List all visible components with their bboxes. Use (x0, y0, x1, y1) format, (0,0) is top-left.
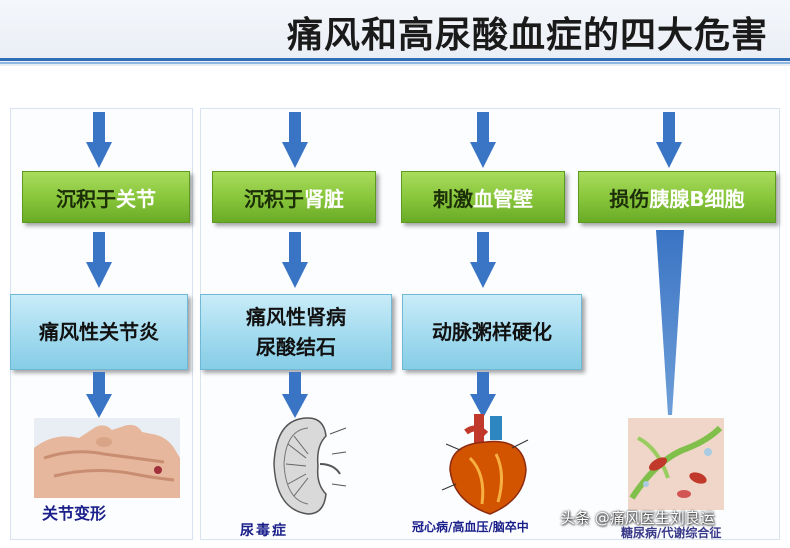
arrow-down-icon (470, 372, 496, 418)
header-rule (0, 58, 790, 61)
cause-box-kidney: 沉积于 肾脏 (212, 171, 376, 223)
cause-highlight: 血管壁 (473, 186, 533, 211)
outcome-caption-pancreas: 糖尿病/代谢综合征 (621, 526, 722, 540)
disease-box-gouty-arthritis: 痛风性关节炎 (10, 294, 188, 370)
long-arrow-down-icon (650, 230, 690, 415)
heart-image (436, 414, 536, 518)
pancreas-cell-image (628, 418, 724, 510)
arrow-down-icon (282, 112, 308, 168)
cause-highlight: 关节 (116, 186, 156, 211)
page-title: 痛风和高尿酸血症的四大危害 (286, 15, 768, 56)
cause-box-joint: 沉积于关节 (22, 171, 190, 223)
disease-box-gouty-nephropathy: 痛风性肾病 尿酸结石 (200, 294, 392, 370)
cause-prefix: 刺激 (433, 186, 473, 211)
disease-label: 尿酸结石 (256, 335, 336, 359)
disease-label: 痛风性关节炎 (39, 320, 159, 344)
disease-box-atherosclerosis: 动脉粥样硬化 (402, 294, 582, 370)
cause-box-vessel: 刺激 血管壁 (401, 171, 565, 223)
cause-prefix: 沉积于 (244, 186, 304, 211)
arrow-down-icon (656, 112, 682, 168)
header-rule-light (0, 62, 790, 64)
outcome-caption-joint: 关节变形 (42, 504, 107, 523)
hand-deformity-image (34, 418, 180, 498)
arrow-down-icon (86, 112, 112, 168)
arrow-down-icon (470, 112, 496, 168)
arrow-down-icon (282, 232, 308, 288)
cause-prefix: 损伤 (609, 186, 650, 211)
cause-prefix: 沉积于 (56, 186, 116, 211)
arrow-down-icon (86, 232, 112, 288)
arrow-down-icon (470, 232, 496, 288)
disease-label: 痛风性肾病 (246, 305, 346, 329)
outcome-caption-kidney: 尿毒症 (240, 523, 288, 539)
watermark: 头条 @痛风医生刘良运 (560, 509, 715, 527)
outcome-caption-vessel: 冠心病/高血压/脑卒中 (412, 520, 529, 534)
cause-highlight: 肾脏 (304, 186, 344, 211)
header-band (0, 0, 790, 66)
cause-highlight: 胰腺B细胞 (649, 186, 745, 211)
cause-box-pancreas: 损伤 胰腺B细胞 (578, 171, 776, 223)
kidney-image (268, 414, 348, 518)
arrow-down-icon (282, 372, 308, 418)
arrow-down-icon (86, 372, 112, 418)
disease-label: 动脉粥样硬化 (432, 320, 552, 344)
